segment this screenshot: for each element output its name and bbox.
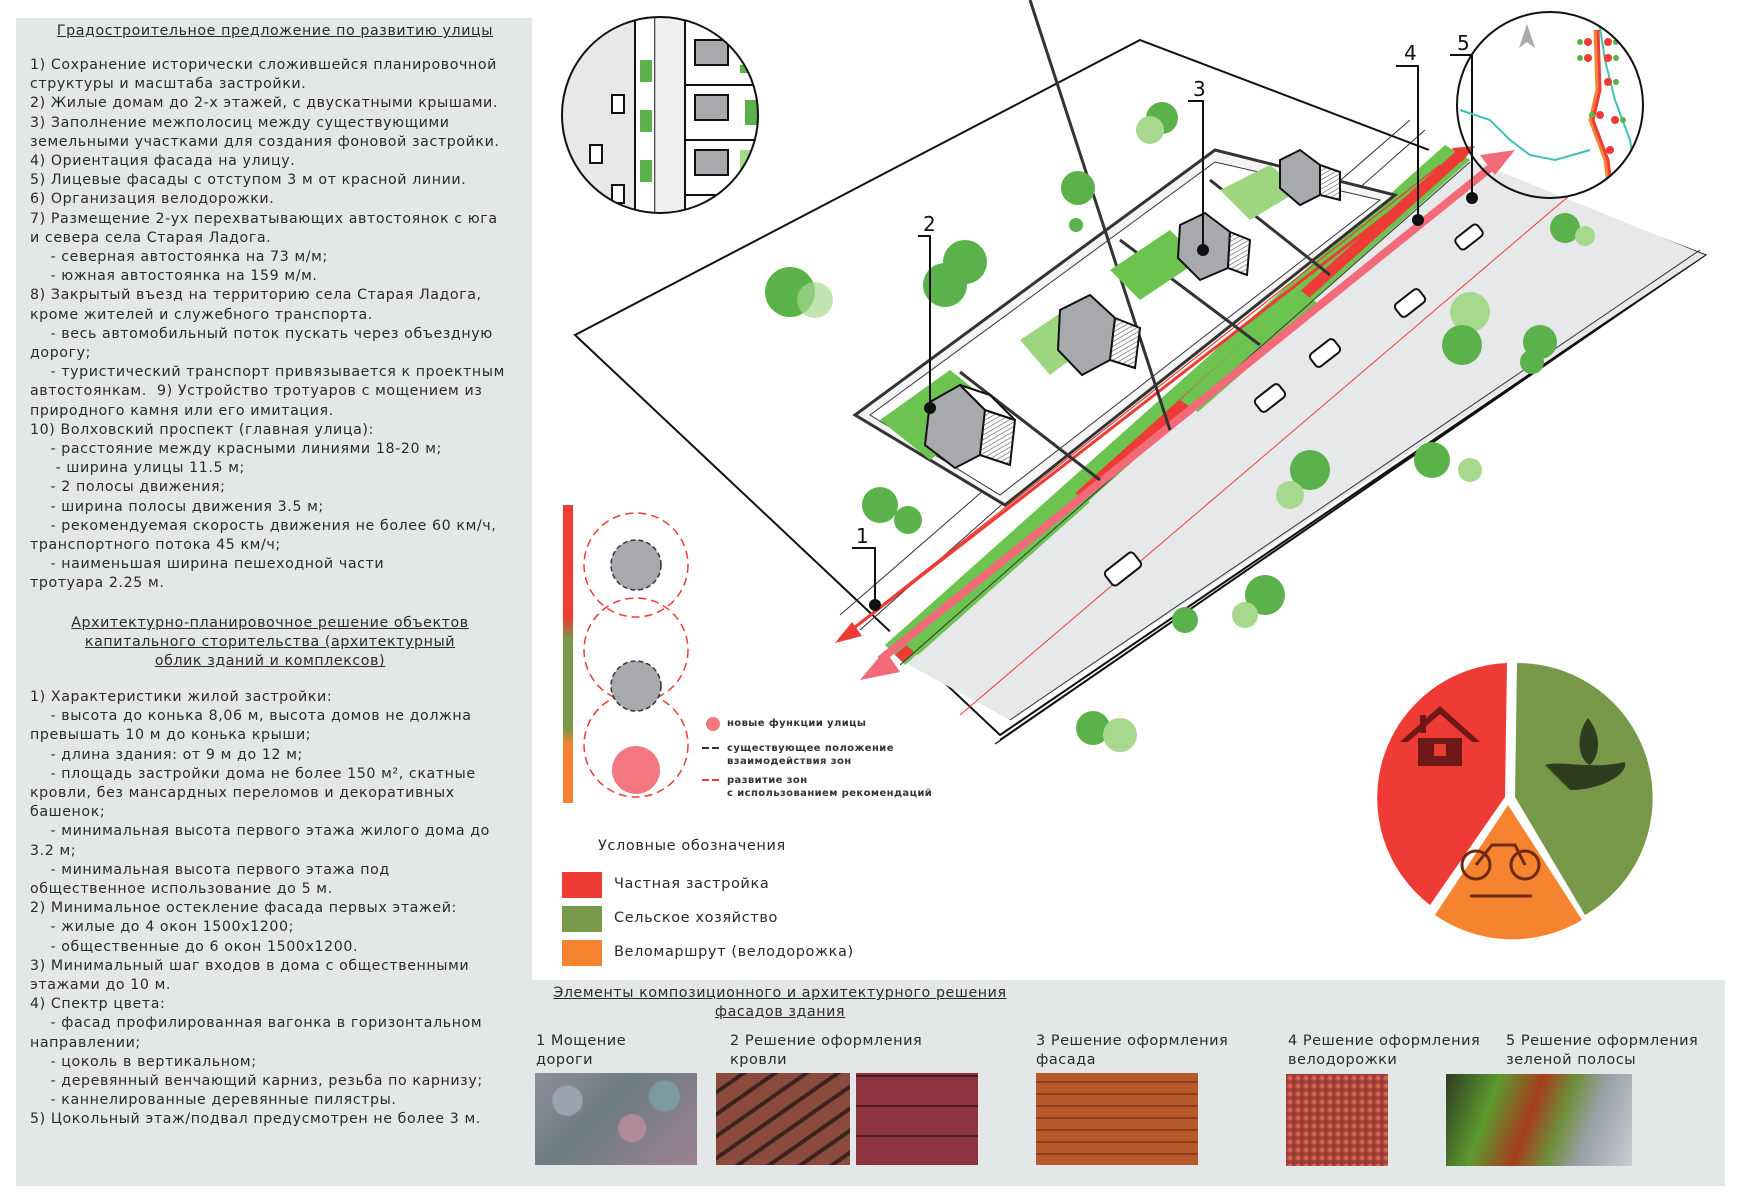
section1-title: Градостроительное предложение по развити…	[56, 23, 494, 39]
existing-zone-dot	[610, 539, 662, 591]
green-strip-photo	[1446, 1074, 1632, 1166]
north-arrow-icon	[1519, 24, 1535, 48]
zone-pie-chart	[1377, 662, 1653, 940]
svg-text:2: 2	[923, 212, 936, 236]
trees	[765, 102, 1595, 752]
materials-title: Элементы композиционного и архитектурног…	[530, 984, 1030, 1022]
svg-text:4: 4	[1404, 41, 1417, 65]
section1-body: 1) Сохранение исторически сложившейся пл…	[30, 57, 505, 592]
pie-slice-agriculture	[1515, 662, 1653, 915]
car-icon	[1253, 383, 1287, 413]
section2-title: Архитектурно-планировочное решение объек…	[71, 615, 469, 670]
street-isometric-diagram: 1 2 3 4 5	[561, 0, 1708, 940]
bicycle-icon	[1460, 843, 1541, 898]
legend-item-private: Частная застройка	[614, 876, 770, 892]
material-title-5: 5 Решение оформления зеленой полосы	[1506, 1033, 1699, 1068]
roof-tile-photo-1	[716, 1073, 850, 1165]
left-text-panel	[16, 18, 532, 1186]
svg-text:1: 1	[856, 524, 869, 548]
residential-lots	[852, 0, 1399, 507]
car-icon	[1393, 288, 1427, 318]
cars	[1103, 223, 1484, 587]
legend-swatch-bike	[562, 940, 602, 966]
house	[1279, 148, 1341, 207]
legend-new-functions: новые функции улицы	[727, 718, 867, 729]
pie-slice-private-housing	[1377, 663, 1507, 905]
callouts: 1 2 3 4 5	[852, 31, 1478, 611]
roof-tile-photo-2	[856, 1073, 978, 1165]
roadway	[900, 155, 1705, 720]
location-map-circle	[1456, 11, 1644, 199]
legend-pink-dot-icon	[706, 717, 720, 731]
plan-detail-circle	[561, 16, 759, 214]
wooden-facade-photo	[1036, 1073, 1198, 1165]
legend-existing-zones: существующее положение взаимодействия зо…	[727, 743, 894, 767]
svg-text:3: 3	[1193, 77, 1206, 101]
material-title-3: 3 Решение оформления фасада	[1036, 1033, 1229, 1068]
red-gravel-photo	[1286, 1074, 1388, 1166]
callout-2: 2	[918, 212, 936, 414]
callout-3: 3	[1188, 77, 1209, 256]
material-title-4: 4 Решение оформления велодорожки	[1288, 1033, 1481, 1068]
legend-item-bike: Веломаршрут (велодорожка)	[614, 944, 854, 960]
callout-4: 4	[1396, 41, 1424, 226]
existing-zone-dot	[610, 660, 662, 712]
legend-title: Условные обозначения	[598, 838, 786, 854]
house-icon	[1400, 706, 1480, 766]
house	[1056, 293, 1142, 377]
material-title-2: 2 Решение оформления кровли	[730, 1033, 923, 1068]
house	[923, 383, 1017, 470]
car-icon	[1103, 551, 1143, 587]
section2-body: 1) Характеристики жилой застройки: - выс…	[30, 689, 490, 1128]
svg-text:5: 5	[1457, 31, 1470, 55]
materials-title-line1: Элементы композиционного и архитектурног…	[553, 985, 1007, 1001]
cobblestone-photo	[535, 1073, 697, 1165]
legend-item-agriculture: Сельское хозяйство	[614, 910, 778, 926]
legend-swatch-agriculture	[562, 906, 602, 932]
new-function-dot	[612, 746, 660, 794]
car-icon	[1308, 338, 1342, 368]
zone-gradient-bar	[563, 505, 573, 803]
material-title-1: 1 Мощение дороги	[536, 1033, 627, 1068]
legend-developing-zones: развитие зон с использованием рекомендац…	[727, 775, 933, 799]
plant-in-hand-icon	[1545, 718, 1626, 790]
pie-slice-bike-route	[1435, 805, 1582, 940]
legend-swatch-private	[562, 872, 602, 898]
car-icon	[1454, 223, 1484, 251]
callout-1: 1	[852, 524, 881, 611]
materials-title-line2: фасадов здания	[714, 1004, 846, 1021]
